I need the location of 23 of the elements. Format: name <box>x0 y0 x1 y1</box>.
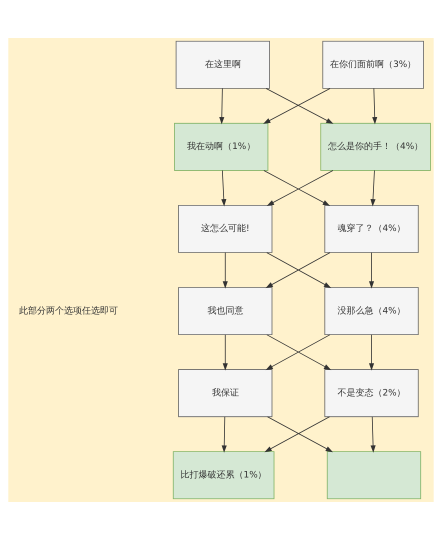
node-box: 比打爆破还累（1%） <box>172 451 274 500</box>
arrow <box>370 170 376 206</box>
arrow <box>368 334 374 371</box>
node-box: 这怎么可能! <box>178 205 272 253</box>
node-box: 怎么是你的手！（4%） <box>320 122 431 171</box>
node-box: 没那么急（4%） <box>324 287 419 335</box>
node-box: 我在动啊（1%） <box>174 122 268 171</box>
node-box: 在这里啊 <box>176 40 270 89</box>
arrow <box>368 252 374 289</box>
arrow <box>222 252 228 289</box>
arrow <box>370 416 376 453</box>
arrow <box>219 88 224 124</box>
label: 此部分两个选项任选即可 <box>18 306 118 316</box>
arrow <box>222 334 228 371</box>
node-box: 我也同意 <box>178 287 272 335</box>
node-box: 在你们面前啊（3%） <box>322 40 424 89</box>
node-box: 魂穿了？（4%） <box>324 205 419 253</box>
node-box: 我保证 <box>178 369 272 418</box>
arrow <box>221 170 226 206</box>
arrow <box>222 416 227 453</box>
node-box: 不是变态（2%） <box>324 369 419 418</box>
node-box <box>326 451 422 500</box>
arrow <box>372 88 378 124</box>
